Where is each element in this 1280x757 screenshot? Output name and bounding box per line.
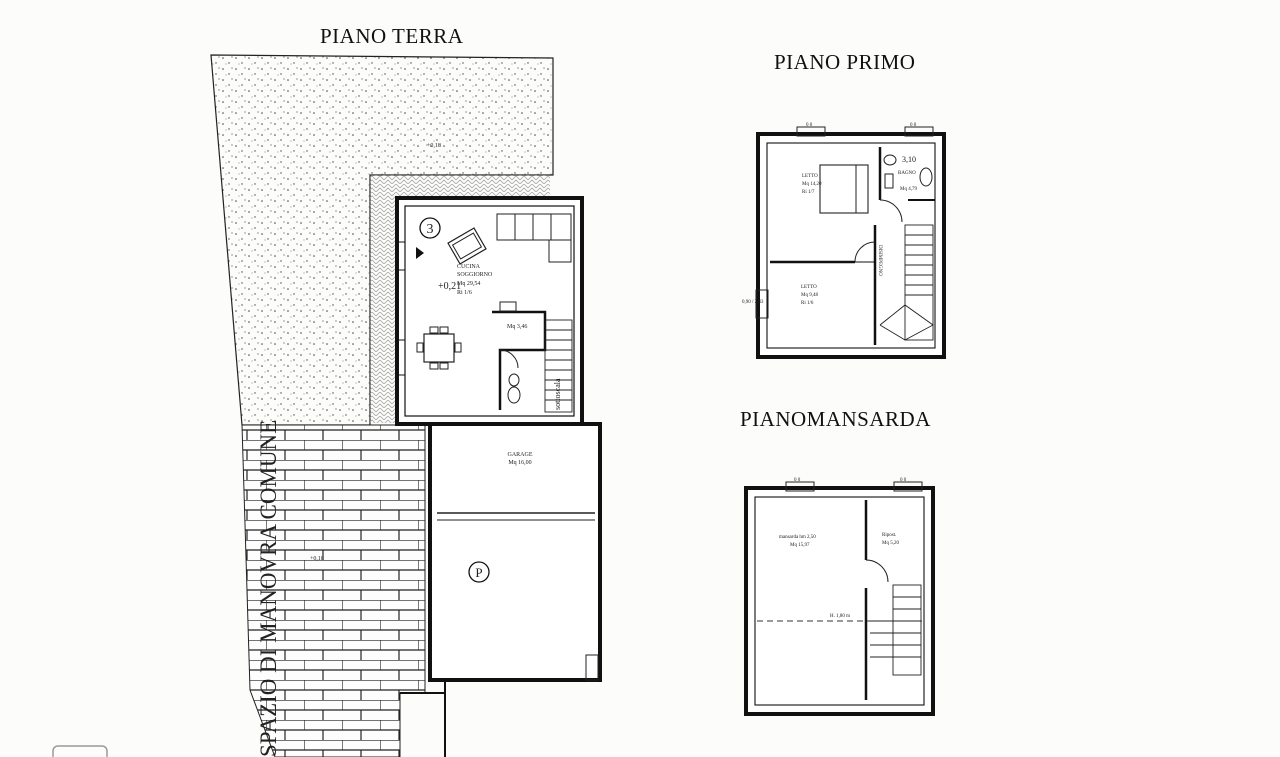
- attic-floor-title: PIANOMANSARDA: [740, 407, 931, 431]
- bed1-ratio: Ri 1/7: [802, 190, 815, 195]
- maneuver-area: [241, 424, 426, 757]
- stairs-first: [879, 224, 934, 341]
- parking-icon: [468, 561, 490, 583]
- bed1-name: LETTO: [802, 174, 818, 179]
- garage-name: GARAGE: [508, 452, 533, 458]
- garage-area: Mq 16,00: [508, 460, 531, 466]
- living-room-area: Mq 29,54: [457, 281, 480, 287]
- living-room-name-2: SOGGIORNO: [457, 272, 493, 278]
- garden-level: +0,18: [427, 143, 441, 149]
- maneuver-area-label: SPAZIO DI MANOVRA COMUNE: [256, 420, 281, 757]
- attic-floor-plan: 0 0 0 0 mansarda hm 2,50 Mq 15,97 Ripost…: [744, 478, 935, 716]
- first-bath-level: 3,10: [902, 155, 916, 164]
- attic-room-area: Mq 15,97: [790, 543, 810, 548]
- attic-height-note: H. 1,80 m: [830, 614, 850, 619]
- svg-text:0 0: 0 0: [900, 478, 907, 483]
- attic-walls: [744, 486, 935, 716]
- unit-number: 3: [427, 222, 434, 237]
- ground-bath-area: Mq 3,46: [507, 324, 527, 330]
- kitchen-counter: [496, 213, 572, 241]
- first-floor-plan: 0 0 0 0 0,90 / 2,43 LETTO Mq 14,20: [742, 123, 946, 359]
- bed2-area: Mq 9,48: [801, 293, 818, 298]
- double-bed-icon: [819, 164, 869, 214]
- corner-mark: [52, 745, 108, 757]
- first-floor-title: PIANO PRIMO: [774, 50, 916, 74]
- first-window-label: 0,90 / 2,43: [742, 300, 764, 305]
- hall-name: DISIMPEGNO: [877, 245, 882, 276]
- stair-note: sottoscala: [553, 378, 562, 410]
- first-floor-walls: [756, 132, 946, 359]
- svg-text:0 0: 0 0: [794, 478, 801, 483]
- bed2-name: LETTO: [801, 285, 817, 290]
- dining-table-icon: [416, 326, 462, 370]
- living-room-ratio: Ri 1/6: [457, 290, 472, 296]
- floor-level: +0,21: [438, 281, 461, 292]
- attic-room-name: mansarda hm 2,50: [779, 535, 816, 540]
- first-bath-name: BAGNO: [898, 171, 916, 176]
- entrance-arrow-icon: [416, 247, 424, 259]
- bed2-ratio: Ri 1/6: [801, 301, 814, 306]
- sofa-icon: [447, 227, 487, 265]
- ground-floor-title: PIANO TERRA: [320, 24, 464, 48]
- storage-area: Mq 5,20: [882, 541, 899, 546]
- yard-level: +0,18: [310, 556, 324, 562]
- unit-number-badge: [419, 217, 441, 239]
- first-bath-area: Mq 4,79: [900, 187, 917, 192]
- parking-symbol: P: [475, 565, 482, 580]
- svg-text:0 0: 0 0: [910, 123, 917, 128]
- bed1-area: Mq 14,20: [802, 182, 822, 187]
- stairs-ground: [544, 319, 573, 413]
- stairs-attic: [870, 584, 922, 676]
- storage-name: Ripost.: [882, 533, 896, 538]
- ground-floor-plan: P 3 +0,18 CUCINA SOGGIORNO Mq 29,54 Ri 1…: [210, 54, 602, 757]
- garage-walls: [428, 422, 602, 682]
- living-room-name-1: CUCINA: [457, 264, 481, 270]
- svg-text:0 0: 0 0: [806, 123, 813, 128]
